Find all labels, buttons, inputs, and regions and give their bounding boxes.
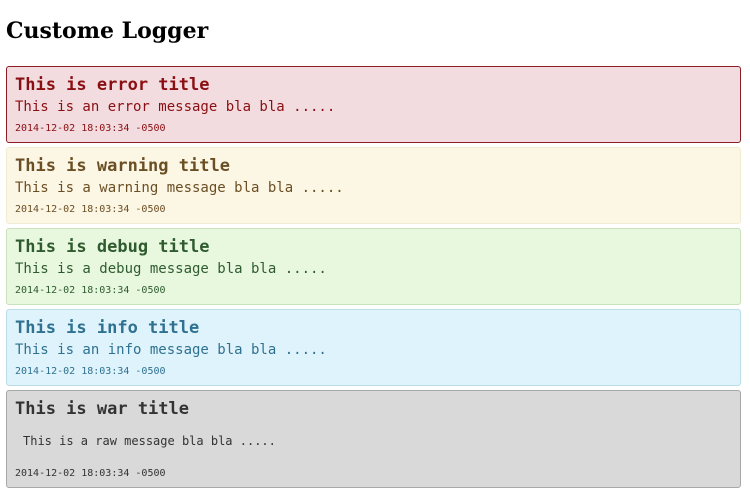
error-log-message: This is an error message bla bla .....	[15, 99, 336, 115]
error-log-entry: This is error title This is an error mes…	[6, 66, 741, 143]
error-log-title: This is error title	[15, 75, 210, 95]
debug-log-entry: This is debug title This is a debug mess…	[6, 228, 741, 305]
info-log-title: This is info title	[15, 318, 200, 338]
page-title: Custome Logger	[6, 18, 209, 44]
debug-log-title: This is debug title	[15, 237, 210, 257]
warning-log-title: This is warning title	[15, 156, 230, 176]
info-log-message: This is an info message bla bla .....	[15, 342, 327, 358]
warning-log-entry: This is warning title This is a warning …	[6, 147, 741, 224]
raw-log-entry: This is war title This is a raw message …	[6, 390, 741, 488]
error-log-timestamp: 2014-12-02 18:03:34 -0500	[15, 123, 166, 134]
debug-log-message: This is a debug message bla bla .....	[15, 261, 327, 277]
info-log-entry: This is info title This is an info messa…	[6, 309, 741, 386]
debug-log-timestamp: 2014-12-02 18:03:34 -0500	[15, 285, 166, 296]
warning-log-timestamp: 2014-12-02 18:03:34 -0500	[15, 204, 166, 215]
info-log-timestamp: 2014-12-02 18:03:34 -0500	[15, 366, 166, 377]
warning-log-message: This is a warning message bla bla .....	[15, 180, 344, 196]
raw-log-title: This is war title	[15, 399, 189, 419]
raw-log-message: This is a raw message bla bla .....	[23, 434, 276, 448]
raw-log-timestamp: 2014-12-02 18:03:34 -0500	[15, 468, 166, 479]
